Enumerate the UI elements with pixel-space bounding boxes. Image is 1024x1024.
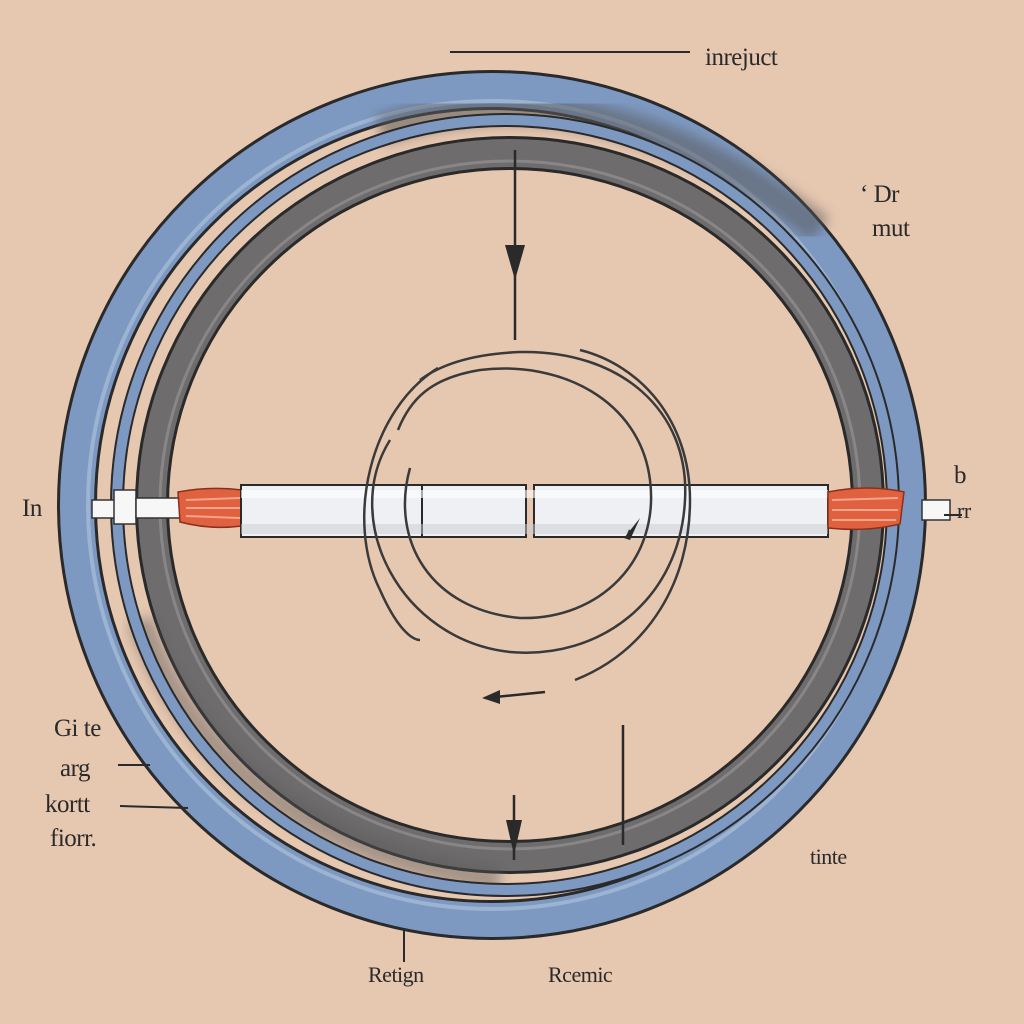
label-bottom-right: tinte [810, 844, 847, 869]
label-left-2: arg [60, 755, 90, 782]
label-bottom-1: Retign [368, 962, 424, 987]
label-right-tick: ‘ Dr [860, 181, 899, 208]
left-arrow-icon [482, 690, 500, 704]
label-left-mid: In [22, 495, 42, 522]
coil-arrowhead [624, 518, 640, 540]
right-wire-strands [827, 487, 905, 531]
label-left-4: fiorr. [50, 825, 97, 852]
label-right-mid-2: rr [957, 498, 971, 523]
leader-lines [118, 51, 962, 962]
down-arrow-icon [505, 245, 525, 280]
arrows [482, 150, 625, 860]
label-left-3: kortt [45, 791, 90, 818]
bottom-down-arrow-icon [506, 820, 522, 855]
conductor [91, 484, 951, 538]
label-bottom-2: Rcemic [548, 962, 613, 987]
field-coil [363, 348, 692, 682]
label-right-mid-1: b [954, 462, 967, 489]
left-wire-strands [177, 487, 243, 529]
label-right: mut [872, 215, 910, 242]
label-top-right: inrejuct [705, 44, 778, 71]
label-left-1: Gi te [54, 715, 101, 742]
